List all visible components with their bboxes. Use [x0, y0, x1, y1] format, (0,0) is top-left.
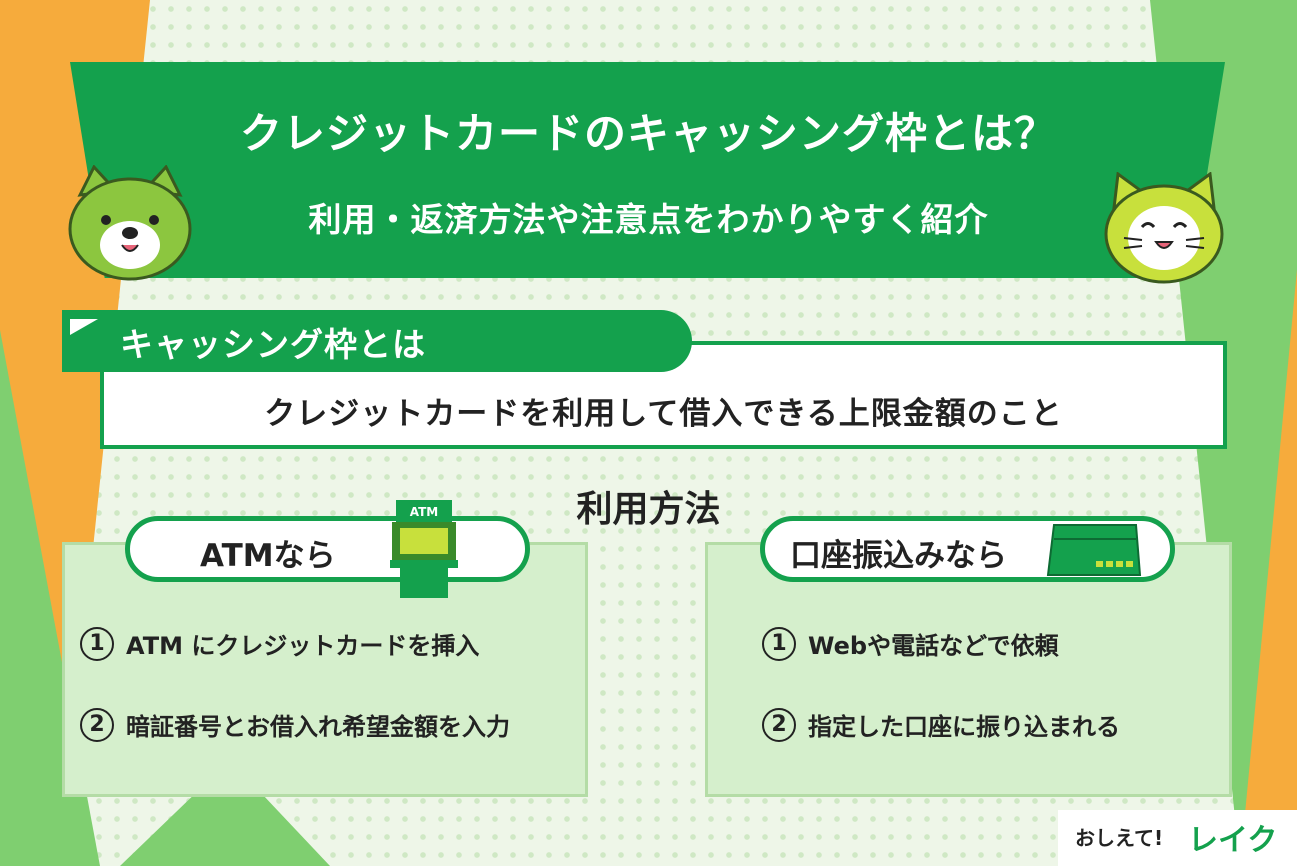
transfer-step-2: 2 指定した口座に振り込まれる — [762, 707, 1120, 742]
usage-heading: 利用方法 — [576, 489, 721, 530]
page-title: クレジットカードのキャッシング枠とは？ — [239, 109, 1057, 158]
page-subtitle: 利用・返済方法や注意点をわかりやすく紹介 — [308, 200, 989, 239]
atm-step-1: 1 ATM にクレジットカードを挿入 — [80, 626, 479, 661]
label-corner-mark — [70, 319, 98, 335]
logo-brand: レイク — [1188, 823, 1278, 858]
transfer-method-box — [705, 542, 1232, 797]
step-text: ATM にクレジットカードを挿入 — [126, 632, 480, 660]
cat-character-icon — [1104, 172, 1224, 284]
definition-text: クレジットカードを利用して借入できる上限金額のこと — [264, 396, 1063, 432]
step-text: Webや電話などで依頼 — [808, 632, 1059, 660]
step-text: 指定した口座に振り込まれる — [808, 713, 1120, 741]
step-number: 2 — [80, 707, 114, 742]
transfer-step-1: 1 Webや電話などで依頼 — [762, 626, 1059, 661]
right-orange-shape — [1240, 270, 1297, 866]
logo — [1058, 810, 1297, 866]
header-banner — [70, 62, 1225, 278]
bottom-left-green-shape — [120, 760, 330, 866]
step-number: 1 — [80, 626, 114, 661]
dog-character-icon — [68, 165, 192, 281]
step-number: 1 — [762, 626, 796, 661]
atm-icon-label: ATM — [410, 505, 438, 519]
step-number: 2 — [762, 707, 796, 742]
definition-label: キャッシング枠とは — [120, 325, 426, 364]
atm-title: ATMなら — [200, 538, 336, 574]
atm-step-2: 2 暗証番号とお借入れ希望金額を入力 — [80, 707, 510, 742]
logo-prefix: おしえて! — [1075, 826, 1164, 850]
atm-icon: ATM — [390, 500, 458, 598]
definition-label-bar — [62, 310, 692, 372]
step-text: 暗証番号とお借入れ希望金額を入力 — [126, 713, 510, 741]
transfer-title: 口座振込みなら — [790, 538, 1007, 574]
bankbook-icon — [1046, 524, 1142, 576]
atm-title-pill — [125, 516, 530, 582]
